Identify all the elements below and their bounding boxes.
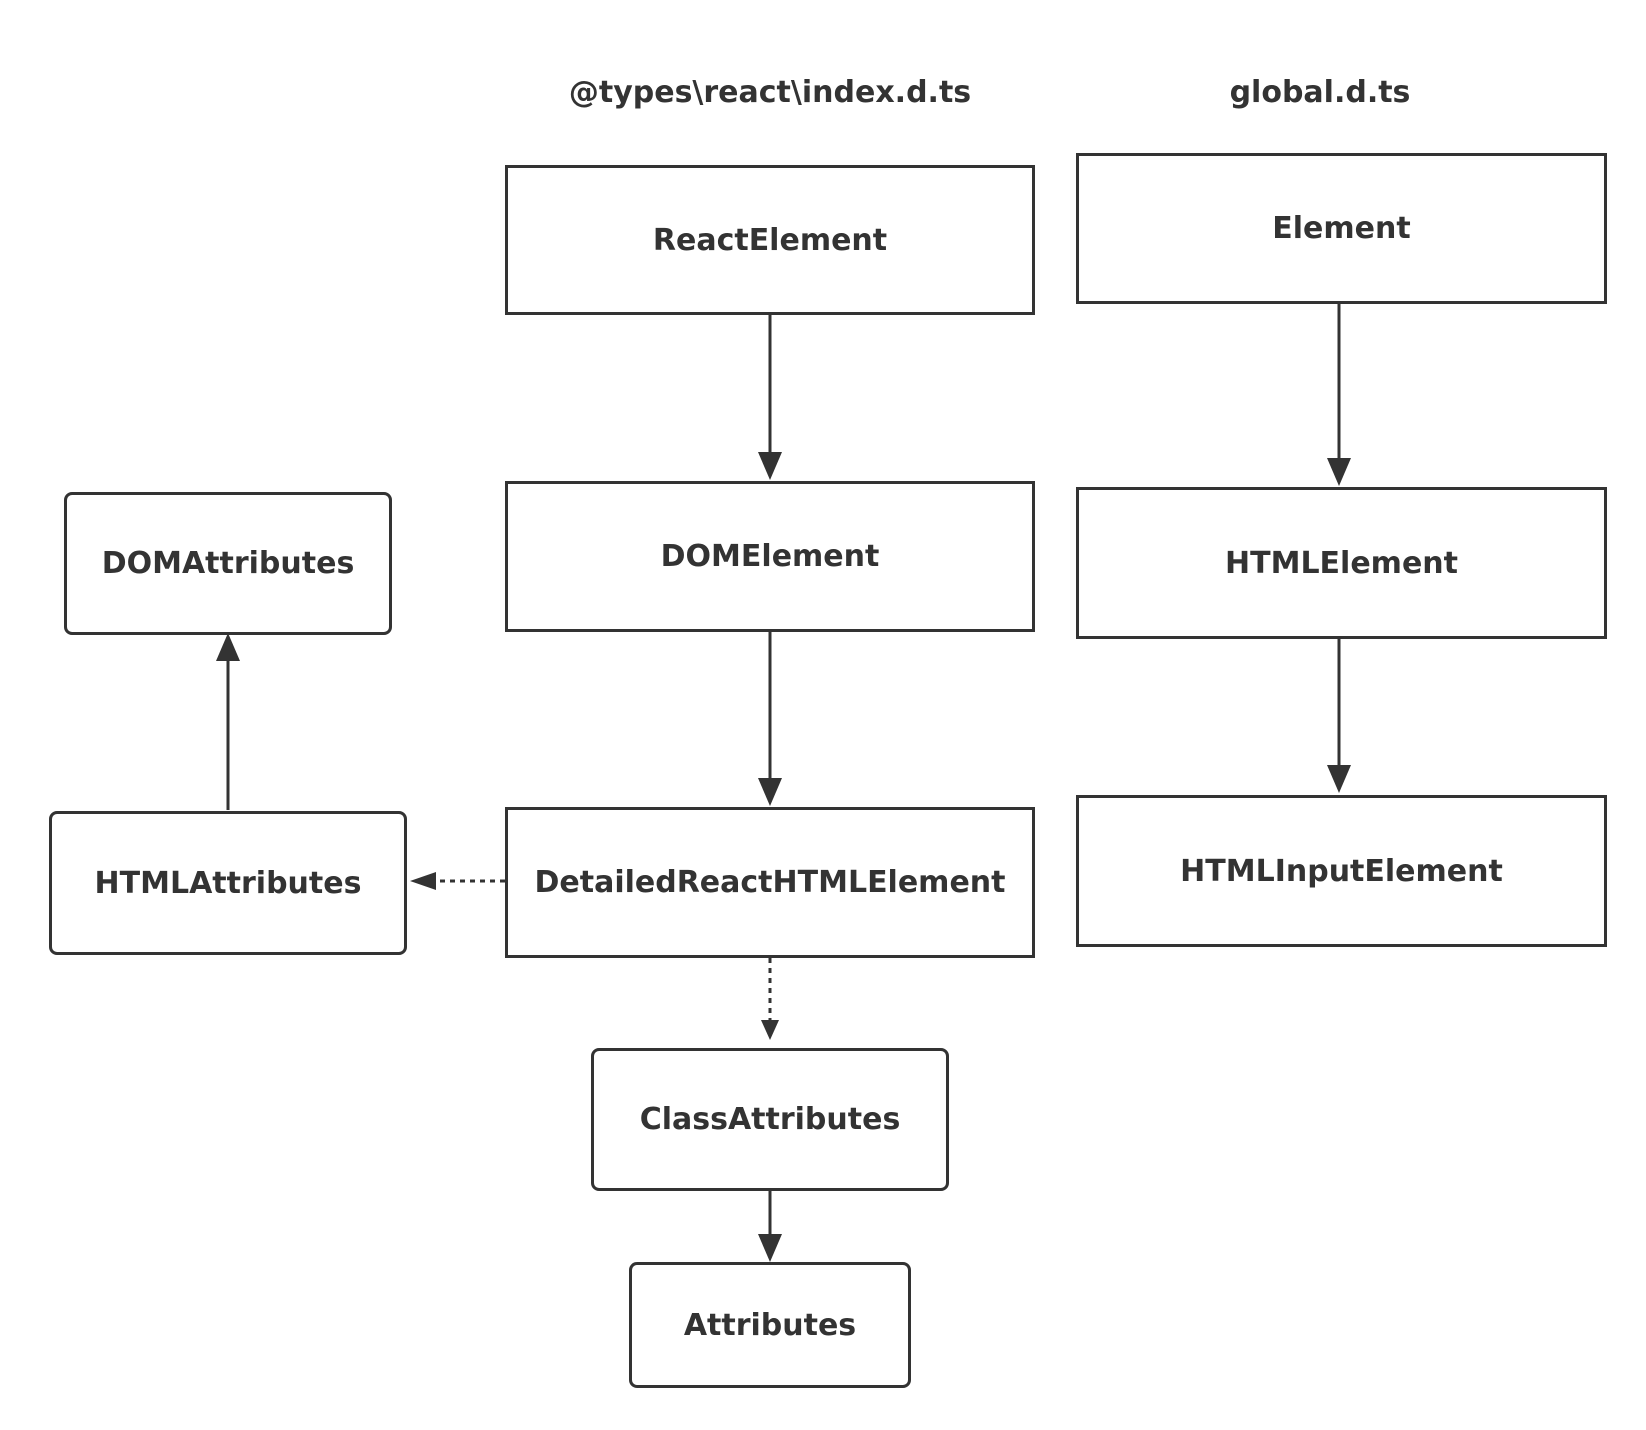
- arrow-detailed-react-html-element-to-class-attributes: [761, 958, 779, 1040]
- node-html-input-element: HTMLInputElement: [1076, 795, 1607, 947]
- arrow-detailed-react-html-element-to-html-attributes: [410, 872, 505, 890]
- arrow-html-attributes-to-dom-attributes: [216, 633, 240, 810]
- node-class-attributes: ClassAttributes: [591, 1048, 949, 1191]
- node-dom-attributes: DOMAttributes: [64, 492, 392, 635]
- heading-global-types: global.d.ts: [1229, 75, 1411, 110]
- node-html-element: HTMLElement: [1076, 487, 1607, 639]
- arrow-class-attributes-to-attributes: [758, 1190, 782, 1262]
- node-detailed-react-html-element: DetailedReactHTMLElement: [505, 807, 1035, 958]
- node-react-element: ReactElement: [505, 165, 1035, 315]
- node-attributes: Attributes: [629, 1262, 911, 1388]
- arrow-react-element-to-dom-element: [758, 315, 782, 480]
- node-dom-element: DOMElement: [505, 481, 1035, 632]
- arrow-html-element-to-html-input-element: [1327, 638, 1351, 793]
- heading-react-types: @types\react\index.d.ts: [568, 75, 972, 110]
- node-element: Element: [1076, 153, 1607, 304]
- node-html-attributes: HTMLAttributes: [49, 811, 407, 955]
- arrow-dom-element-to-detailed-react-html-element: [758, 632, 782, 806]
- arrow-element-to-html-element: [1327, 304, 1351, 486]
